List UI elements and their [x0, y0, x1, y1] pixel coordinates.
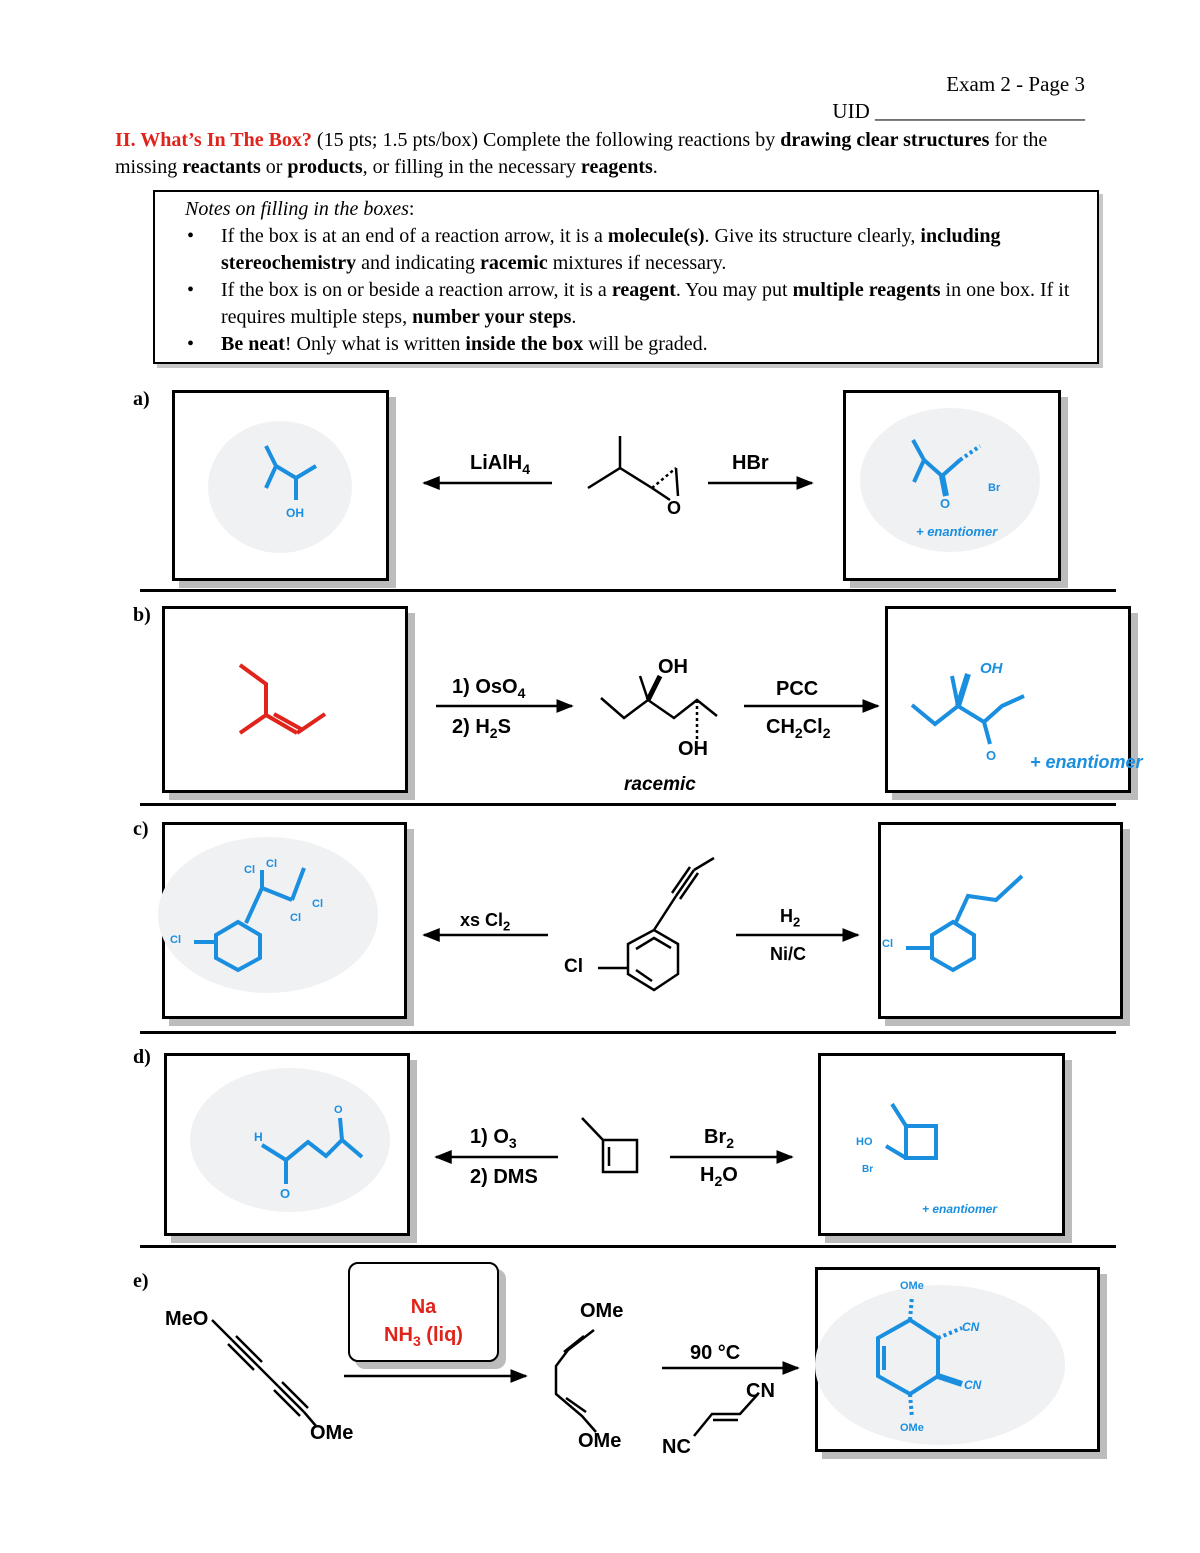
alkene-answer-structure	[238, 663, 327, 735]
reagent-b-solvent: CH2Cl2	[766, 716, 831, 741]
answer-d-br: Br	[862, 1164, 874, 1175]
aryl-chloride-label: Cl	[564, 956, 583, 977]
dienophile-nc: NC	[662, 1436, 691, 1458]
answer-a-left-oh: OH	[286, 506, 304, 520]
cyclobutene-structure	[581, 1117, 639, 1174]
answer-box-b-right[interactable]	[885, 606, 1131, 793]
answer-c-cl: Cl	[290, 912, 301, 924]
answer-d-note: + enantiomer	[922, 1202, 998, 1216]
page-label: Exam 2 - Page 3	[946, 72, 1085, 96]
diene-structure	[554, 1329, 597, 1433]
reagent-d-br2: Br2	[704, 1126, 735, 1151]
diyne-ome: OMe	[310, 1422, 354, 1444]
reagent-d-step1: 1) O3	[470, 1126, 517, 1151]
reagent-b-step2: 2) H2S	[452, 716, 511, 741]
shading	[158, 837, 378, 993]
diyne-meo: MeO	[165, 1308, 209, 1330]
uid-field[interactable]: UID ____________________	[832, 99, 1085, 123]
note-item: If the box is at an end of a reaction ar…	[187, 223, 1087, 277]
dienophile-cn: CN	[746, 1380, 775, 1402]
answer-d-o: O	[334, 1104, 343, 1116]
reagent-b-step1: 1) OsO4	[452, 676, 526, 701]
problem-label-b: b)	[133, 604, 151, 626]
aryl-alkyne-structure	[598, 856, 715, 992]
reagent-b-pcc: PCC	[776, 678, 819, 700]
answer-c-cl: Cl	[312, 898, 323, 910]
shading	[208, 421, 352, 553]
problem-label-e: e)	[133, 1270, 149, 1292]
reagent-d-water: H2O	[700, 1164, 738, 1189]
answer-a-left-structure	[264, 445, 318, 500]
answer-c-cl: Cl	[170, 934, 181, 946]
answer-d-left-structure	[260, 1117, 364, 1184]
diol-oh-bottom: OH	[678, 738, 708, 760]
problem-label-a: a)	[133, 388, 150, 410]
note-item: Be neat! Only what is written inside the…	[187, 331, 1087, 358]
racemic-note: racemic	[624, 774, 696, 795]
diene-ome-top: OMe	[580, 1300, 624, 1322]
answer-c-left-structure	[194, 867, 306, 973]
notes-box: Notes on filling in the boxes: If the bo…	[153, 190, 1099, 364]
answer-b-right-structure	[910, 673, 1025, 745]
section-title: II. What’s In The Box?	[115, 129, 312, 151]
answer-box-d-right[interactable]	[818, 1053, 1065, 1236]
reagent-e-nh3: NH3 (liq)	[384, 1324, 463, 1349]
answer-a-right-br: Br	[988, 482, 1001, 494]
reagent-box-e[interactable]	[348, 1262, 499, 1362]
answer-d-right-structure	[884, 1102, 938, 1160]
answer-d-o: O	[280, 1186, 291, 1201]
divider	[140, 1031, 1116, 1034]
reagent-c-left: xs Cl2	[460, 910, 511, 934]
problem-label-d: d)	[133, 1046, 151, 1068]
answer-e-cn: CN	[964, 1378, 982, 1392]
divider	[140, 589, 1116, 592]
answer-a-right-structure	[911, 439, 982, 497]
epoxide-structure	[587, 436, 680, 502]
answer-d-ho: HO	[856, 1136, 873, 1148]
answer-b-oh: OH	[980, 660, 1003, 677]
divider	[140, 1245, 1116, 1248]
shading	[860, 408, 1040, 552]
answer-a-right-o: O	[940, 496, 951, 511]
answer-c-right-cl: Cl	[882, 938, 893, 950]
reagent-c-catalyst: Ni/C	[770, 944, 806, 964]
answer-c-cl: Cl	[266, 858, 277, 870]
answer-b-note: + enantiomer	[1030, 752, 1143, 772]
notes-heading: Notes on filling in the boxes	[185, 198, 409, 220]
reagent-a-right: HBr	[732, 452, 769, 474]
reagent-d-step2: 2) DMS	[470, 1166, 538, 1188]
diol-structure	[600, 674, 718, 740]
answer-e-cn: CN	[962, 1320, 980, 1334]
answer-c-cl: Cl	[244, 864, 255, 876]
answer-e-ome: OMe	[900, 1422, 924, 1434]
dienophile-structure	[693, 1393, 759, 1437]
reagent-e-heat: 90 °C	[690, 1342, 741, 1364]
notes-list: If the box is at an end of a reaction ar…	[185, 223, 1087, 358]
diyne-structure	[211, 1319, 317, 1427]
reagent-c-h2: H2	[780, 906, 801, 930]
epoxide-oxygen: O	[667, 498, 682, 518]
divider	[140, 803, 1116, 806]
note-item: If the box is on or beside a reaction ar…	[187, 277, 1087, 331]
shading	[190, 1068, 390, 1212]
reagent-a-left: LiAlH4	[470, 452, 531, 477]
answer-b-o: O	[986, 748, 997, 763]
reagent-e-na: Na	[410, 1296, 437, 1318]
answer-d-h: H	[254, 1130, 263, 1144]
answer-box-b-left[interactable]	[162, 606, 408, 793]
diol-oh-top: OH	[658, 656, 688, 678]
problem-label-c: c)	[133, 818, 149, 840]
answer-a-note: + enantiomer	[916, 524, 998, 539]
answer-e-ome: OMe	[900, 1280, 924, 1292]
answer-box-c-right[interactable]	[878, 822, 1123, 1019]
answer-e-right-structure	[876, 1295, 963, 1419]
diene-ome-bottom: OMe	[578, 1430, 622, 1452]
section-intro: II. What’s In The Box? (15 pts; 1.5 pts/…	[115, 129, 1048, 178]
answer-c-right-structure	[906, 874, 1024, 973]
